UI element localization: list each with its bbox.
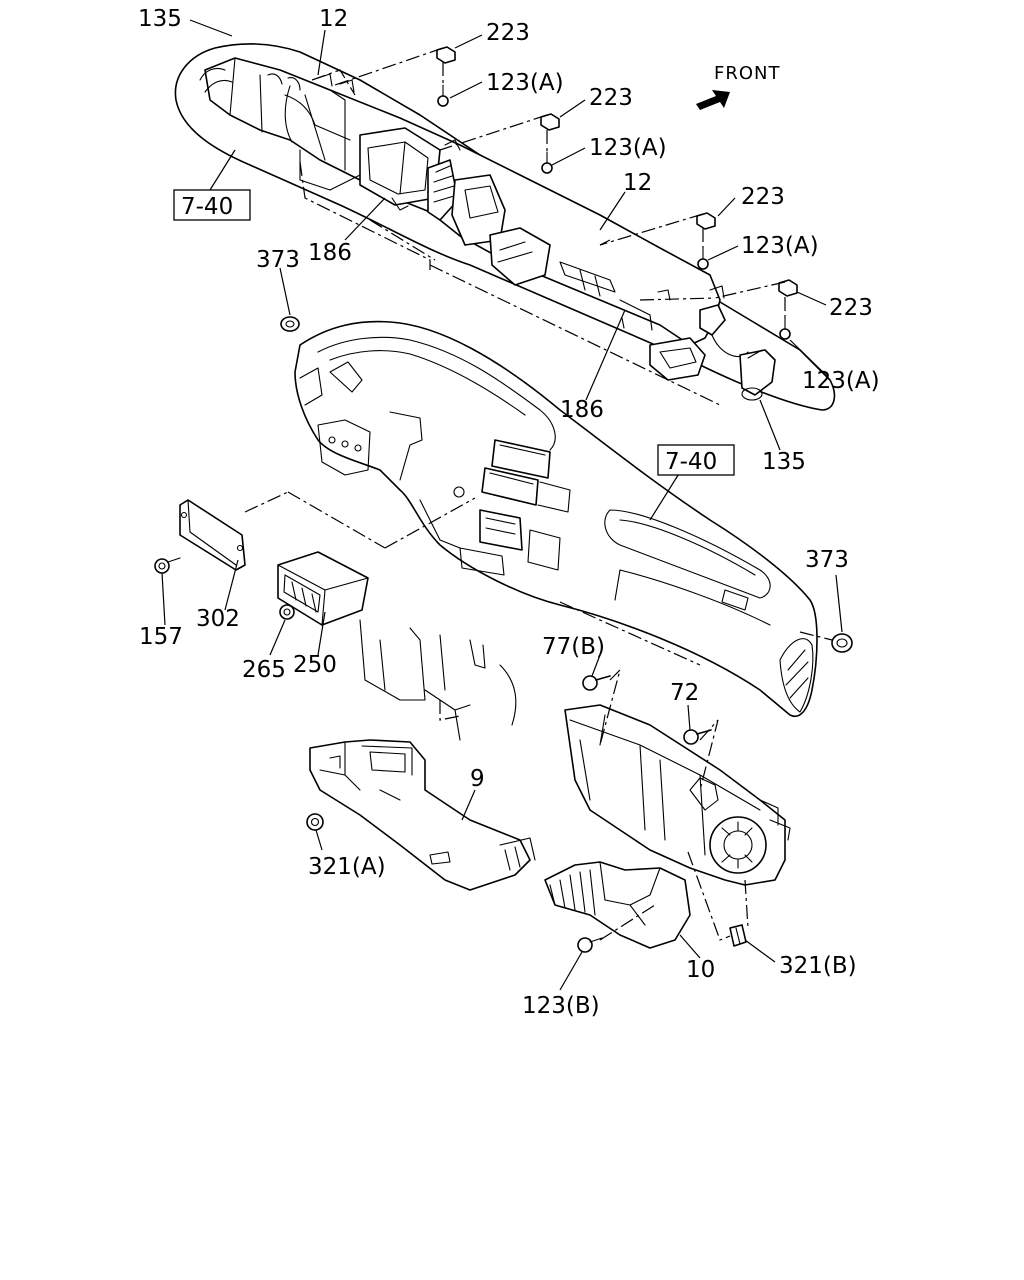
callout-77b: 77(B) [542, 634, 605, 660]
heater-duct-9 [309, 739, 536, 891]
clip-223b [540, 113, 560, 131]
screw-157 [154, 557, 181, 574]
upper-duct-assembly [174, 43, 836, 411]
callout-321a: 321(A) [308, 854, 386, 880]
callout-186: 186 [560, 397, 604, 423]
reference-box-7-40-upper [173, 189, 251, 221]
callout-123b: 123(B) [522, 993, 600, 1019]
duct-10 [544, 861, 691, 949]
callout-123a: 123(A) [486, 70, 564, 96]
callout-302: 302 [196, 606, 240, 632]
nut-321a [306, 813, 324, 831]
callout-135: 135 [138, 6, 182, 32]
screw-123a-3 [697, 247, 709, 270]
callout-223: 223 [589, 85, 633, 111]
callout-135: 135 [762, 449, 806, 475]
instrument-panel [294, 320, 818, 717]
part-135-right [739, 349, 776, 401]
screw-123a-2 [541, 151, 553, 174]
callout-223: 223 [486, 20, 530, 46]
grommet-373b [831, 633, 853, 653]
callout-12: 12 [623, 170, 652, 196]
callout-9: 9 [470, 766, 485, 792]
callout-123a: 123(A) [589, 135, 667, 161]
clip-223d [778, 279, 798, 297]
leader-lines [161, 19, 843, 991]
callout-7-40: 7-40 [665, 449, 717, 475]
callout-7-40: 7-40 [181, 194, 233, 220]
control-bracket-302 [179, 499, 246, 571]
callout-373: 373 [805, 547, 849, 573]
blower-unit [564, 704, 791, 886]
front-arrow-icon [696, 90, 730, 110]
screw-123b [577, 937, 603, 953]
screw-123a-4 [779, 317, 791, 340]
bolt-77b [582, 675, 611, 691]
callout-223: 223 [741, 184, 785, 210]
callout-123a: 123(A) [741, 233, 819, 259]
reference-box-7-40-lower [657, 444, 735, 476]
callout-186: 186 [308, 240, 352, 266]
screw-265 [279, 604, 295, 620]
heater-control-250 [277, 551, 369, 626]
front-label: FRONT [714, 63, 781, 84]
callout-250: 250 [293, 652, 337, 678]
callout-373: 373 [256, 247, 300, 273]
clip-223c [696, 212, 716, 230]
callout-223: 223 [829, 295, 873, 321]
callout-12: 12 [319, 6, 348, 32]
assembly-lines [244, 47, 833, 941]
clip-223a [436, 46, 456, 64]
callout-321b: 321(B) [779, 953, 857, 979]
callout-157: 157 [139, 624, 183, 650]
firewall-bracket [359, 619, 517, 741]
clip-321b [729, 924, 747, 947]
callout-10: 10 [686, 957, 715, 983]
screw-123a-1 [437, 84, 449, 107]
callout-72: 72 [670, 680, 699, 706]
callout-123a: 123(A) [802, 368, 880, 394]
callout-265: 265 [242, 657, 286, 683]
grommet-373a [280, 316, 300, 332]
